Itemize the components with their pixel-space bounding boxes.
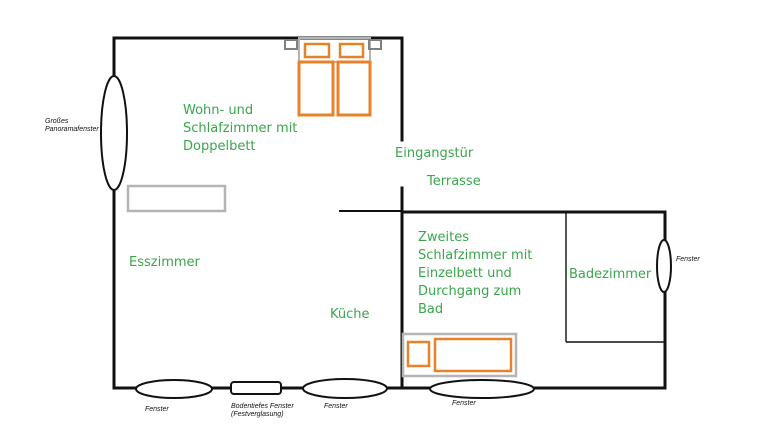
window-bottom-right <box>429 379 535 399</box>
note-floor-window: Bodentiefes Fenster (Festverglasung) <box>231 403 294 418</box>
label-terrace: Terrasse <box>427 174 481 189</box>
label-second-bedroom: Zweites Schlafzimmer mit Einzelbett und … <box>418 230 533 317</box>
label-kitchen: Küche <box>330 307 370 322</box>
single-bed <box>401 332 518 378</box>
single-bed-mattress <box>433 337 513 373</box>
label-living-bedroom: Wohn- und Schlafzimmer mit Doppelbett <box>183 103 298 154</box>
pillow-right <box>338 42 365 59</box>
bath-window <box>656 239 672 293</box>
note-window-bottom-right: Fenster <box>452 400 476 407</box>
single-bed-pillow <box>406 340 431 368</box>
bath-walls <box>565 212 665 343</box>
nightstand-right <box>368 39 382 50</box>
walls <box>112 36 667 390</box>
panorama-window <box>100 75 128 191</box>
nightstand-left <box>284 39 298 50</box>
label-entrance-door: Eingangstür <box>395 146 474 161</box>
floor-window <box>230 381 282 395</box>
note-bath-window: Fenster <box>676 256 700 263</box>
single-bed-frame <box>401 332 518 378</box>
sideboard <box>126 184 227 213</box>
double-bed <box>284 37 382 117</box>
bed-headboard <box>298 37 371 63</box>
note-panorama-window: Großes Panoramafenster <box>45 118 99 133</box>
mattress-left <box>297 60 335 117</box>
mattress-right <box>336 60 372 117</box>
label-dining-room: Esszimmer <box>129 255 200 270</box>
note-window-bottom-middle: Fenster <box>324 403 348 410</box>
note-window-bottom-left: Fenster <box>145 406 169 413</box>
label-bathroom: Badezimmer <box>569 267 652 282</box>
pillow-left <box>303 42 331 59</box>
window-bottom-middle <box>302 378 388 399</box>
window-bottom-left <box>135 379 213 399</box>
